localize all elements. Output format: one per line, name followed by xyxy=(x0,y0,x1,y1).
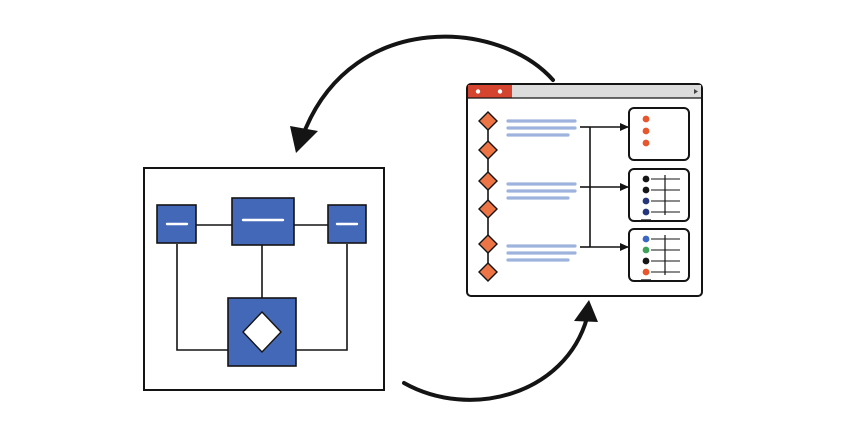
bullet-dot-icon xyxy=(642,268,650,276)
window-titlebar-accent xyxy=(468,85,512,98)
output-cards xyxy=(628,107,690,282)
decision-diamond-icon xyxy=(242,310,282,354)
diamond-icon xyxy=(478,171,498,191)
card-frame xyxy=(628,228,690,282)
bullet-dot-icon xyxy=(642,127,650,135)
diamond-icon xyxy=(478,234,498,254)
diamond-icon xyxy=(478,111,498,131)
bullet-dot-icon xyxy=(642,246,650,254)
bullet-dot-icon xyxy=(642,175,650,183)
process-steps xyxy=(478,111,498,282)
arrowhead-icon xyxy=(290,126,318,153)
text-line-groups xyxy=(506,119,577,262)
card-frame xyxy=(628,107,690,161)
diamond-icon xyxy=(478,140,498,160)
text-line-group xyxy=(506,244,577,262)
block-diagram-panel xyxy=(143,167,385,391)
branch-connectors xyxy=(580,123,629,251)
block-center xyxy=(231,197,295,246)
window-titlebar xyxy=(468,85,701,98)
connector-lines xyxy=(176,224,348,351)
curved-arrow-icon xyxy=(303,34,555,132)
text-line-group xyxy=(506,119,577,137)
cycle-arrow-bottom xyxy=(402,300,598,402)
curved-arrow-icon xyxy=(402,316,589,402)
bullet-dot-icon xyxy=(642,235,650,243)
diamond-icon xyxy=(478,199,498,219)
text-line-group xyxy=(506,182,577,200)
card-frame xyxy=(628,168,690,222)
window-control-icon xyxy=(497,89,503,94)
diamond-icon xyxy=(478,262,498,282)
bullet-dot-icon xyxy=(642,139,650,147)
bullet-dot-icon xyxy=(642,257,650,265)
output-card-plain-list xyxy=(628,107,690,161)
bullet-dot-icon xyxy=(642,115,650,123)
titlebar-chevron-icon xyxy=(694,89,698,94)
bullet-dot-icon xyxy=(642,197,650,205)
output-card-lined-list-mixed xyxy=(628,228,690,282)
bullet-dot-icon xyxy=(642,186,650,194)
cycle-arrow-top xyxy=(290,34,555,153)
app-window xyxy=(466,83,703,297)
arrowhead-icon xyxy=(574,300,598,322)
output-card-lined-list-black xyxy=(628,168,690,222)
bullet-dot-icon xyxy=(642,208,650,216)
window-control-icon xyxy=(475,89,481,94)
